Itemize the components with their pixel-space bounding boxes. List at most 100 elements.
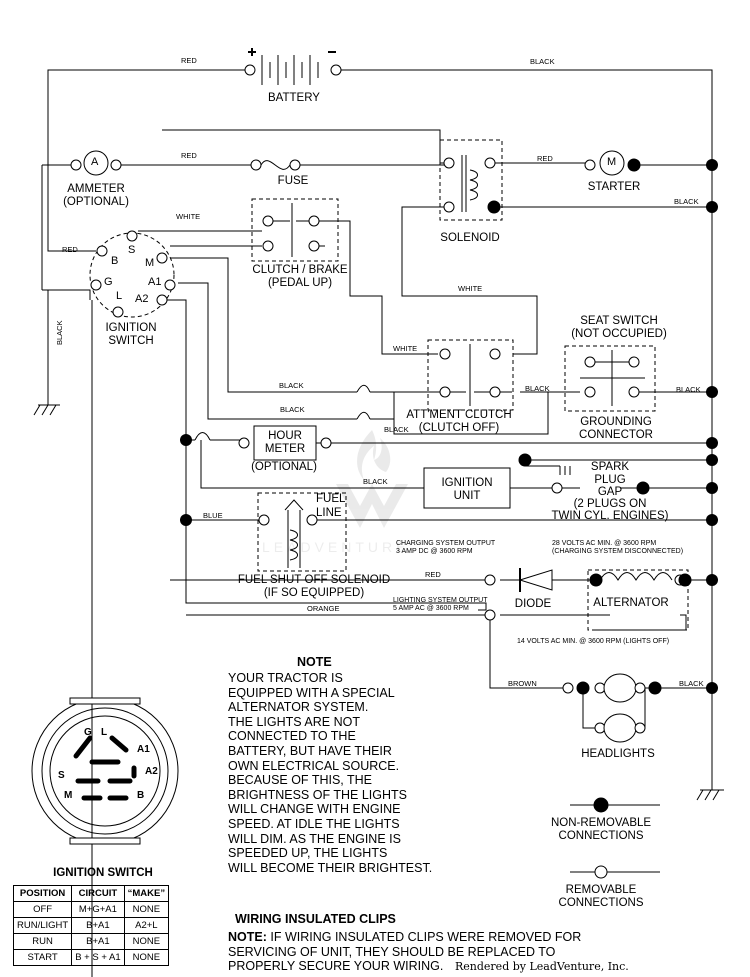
clips-line-2: SERVICING OF UNIT, THEY SHOULD BE REPLAC… xyxy=(228,944,556,959)
wire-label-black: BLACK xyxy=(55,320,64,345)
ignition-switch-label: IGNITION xyxy=(105,322,157,334)
attment-clutch-note: (CLUTCH OFF) xyxy=(418,422,500,434)
face-terminal-a2: A2 xyxy=(145,766,158,777)
legend-nonremovable: NON-REMOVABLE xyxy=(550,817,652,829)
solenoid-label: SOLENOID xyxy=(440,232,500,244)
face-terminal-s: S xyxy=(58,770,65,781)
wire-label-black: BLACK xyxy=(679,679,704,688)
battery-symbol xyxy=(244,48,342,85)
ac14-label: 14 VOLTS AC MIN. @ 3600 RPM (LIGHTS OFF) xyxy=(517,638,670,645)
spark-plug-label-2: PLUG xyxy=(594,474,626,486)
ignition-unit-label-2: UNIT xyxy=(453,490,481,502)
ammeter-glyph: A xyxy=(91,156,99,168)
credit-text: Rendered by LeadVenture, Inc. xyxy=(455,960,629,973)
terminal-a2: A2 xyxy=(135,293,149,305)
note-line: THE LIGHTS ARE NOT xyxy=(228,714,360,729)
starter-symbol xyxy=(584,150,641,176)
wire-label-black: BLACK xyxy=(363,477,388,486)
wire-label-black: BLACK xyxy=(676,385,701,394)
note-line: BRIGHTNESS OF THE LIGHTS xyxy=(228,787,407,802)
headlights-symbol xyxy=(562,673,662,743)
table-cell: NONE xyxy=(123,901,170,918)
seat-switch-label: SEAT SWITCH xyxy=(580,315,658,327)
terminal-a1: A1 xyxy=(148,276,162,288)
watermark-text: LEADVENTURE xyxy=(262,539,410,555)
hour-meter-note: (OPTIONAL) xyxy=(251,461,317,473)
table-cell: B + S + A1 xyxy=(71,949,125,966)
spark-plug-label-3: GAP xyxy=(597,486,623,498)
diode-label: DIODE xyxy=(514,598,552,610)
legend-removable-2: CONNECTIONS xyxy=(558,897,644,909)
headlights-label: HEADLIGHTS xyxy=(581,748,655,760)
wire-label-black: BLACK xyxy=(280,405,305,414)
grounding-connector-label-2: CONNECTOR xyxy=(579,429,653,441)
wire-label-white: WHITE xyxy=(458,284,483,293)
terminal-g: G xyxy=(104,276,113,288)
face-terminal-l: L xyxy=(101,727,108,738)
ac28-label: 28 VOLTS AC MIN. @ 3600 RPM xyxy=(552,540,657,547)
ignition-switch-table: POSITION CIRCUIT “MAKE” OFF M+G+A1 NONE … xyxy=(12,885,170,966)
table-cell: A2+L xyxy=(123,917,170,934)
diode-alternator-symbol xyxy=(484,568,692,631)
fuse-label: FUSE xyxy=(277,175,309,187)
wire-label-black: BLACK xyxy=(279,381,304,390)
terminal-b: B xyxy=(111,255,119,267)
table-header-row: POSITION CIRCUIT “MAKE” xyxy=(12,885,170,902)
note-line: WILL CHANGE WITH ENGINE xyxy=(228,802,401,817)
wire-label-red: RED xyxy=(181,151,197,160)
table-header: POSITION xyxy=(12,885,73,902)
legend-removable: REMOVABLE xyxy=(565,884,637,896)
hour-meter-label: HOUR xyxy=(268,430,302,442)
ammeter-symbol xyxy=(70,150,122,176)
clips-note-label: NOTE: xyxy=(228,930,267,944)
fuse-symbol xyxy=(250,159,301,171)
table-cell: START xyxy=(12,949,73,966)
note-line: OWN ELECTRICAL SOURCE. xyxy=(228,758,400,773)
spark-plug-label-5: TWIN CYL. ENGINES) xyxy=(551,510,669,522)
terminal-l: L xyxy=(116,290,123,302)
table-cell: OFF xyxy=(12,901,73,918)
red-wire-battery xyxy=(47,69,250,252)
charging-output-value: 3 AMP DC @ 3600 RPM xyxy=(396,548,473,555)
wire-label-red: RED xyxy=(62,245,78,254)
table-row: OFF M+G+A1 NONE xyxy=(12,901,170,918)
note-line: BATTERY, BUT HAVE THEIR xyxy=(228,743,392,758)
face-terminal-m: M xyxy=(64,790,73,801)
note-line: YOUR TRACTOR IS xyxy=(228,671,343,685)
wire-label-red: RED xyxy=(181,56,197,65)
fuel-solenoid-symbol xyxy=(257,492,347,572)
clips-line-1-text: IF WIRING INSULATED CLIPS WERE REMOVED F… xyxy=(266,930,582,944)
seat-switch-note: (NOT OCCUPIED) xyxy=(571,328,667,340)
table-header: CIRCUIT xyxy=(71,885,125,902)
note-line: BECAUSE OF THIS, THE xyxy=(228,773,373,788)
lighting-output-label: LIGHTING SYSTEM OUTPUT xyxy=(393,597,488,604)
note-line: SPEEDED UP, THE LIGHTS xyxy=(228,846,388,861)
hour-meter-label-2: METER xyxy=(264,443,306,455)
table-cell: B+A1 xyxy=(71,933,125,950)
wire-label-black: BLACK xyxy=(530,57,555,66)
table-cell: NONE xyxy=(123,949,170,966)
table-cell: NONE xyxy=(123,933,170,950)
starter-glyph: M xyxy=(607,156,617,168)
starter-label: STARTER xyxy=(587,181,641,193)
table-cell: RUN xyxy=(12,933,73,950)
clips-note: NOTE: IF WIRING INSULATED CLIPS WERE REM… xyxy=(228,930,581,974)
clutch-brake-note: (PEDAL UP) xyxy=(267,277,333,289)
ignition-unit-box xyxy=(423,453,650,509)
hour-meter-box xyxy=(194,384,371,461)
table-header: “MAKE” xyxy=(123,885,170,902)
ignition-switch-label-2: SWITCH xyxy=(108,335,154,347)
grounding-connector-label: GROUNDING xyxy=(580,416,652,428)
clips-line-1: NOTE: IF WIRING INSULATED CLIPS WERE REM… xyxy=(228,930,581,945)
alternator-label: ALTERNATOR xyxy=(593,597,669,609)
wire-label-red: RED xyxy=(425,570,441,579)
terminal-m: M xyxy=(145,257,155,269)
note-line: WILL DIM. AS THE ENGINE IS xyxy=(228,831,401,846)
wire-label-blue: BLUE xyxy=(203,511,223,520)
battery-label: BATTERY xyxy=(268,92,320,104)
spark-plug-label: SPARK xyxy=(590,461,630,473)
wire-label-brown: BROWN xyxy=(508,679,537,688)
legend-symbols xyxy=(570,797,660,879)
note-line: WILL BECOME THEIR BRIGHTEST. xyxy=(228,860,433,875)
ignition-switch-symbol xyxy=(89,230,176,318)
